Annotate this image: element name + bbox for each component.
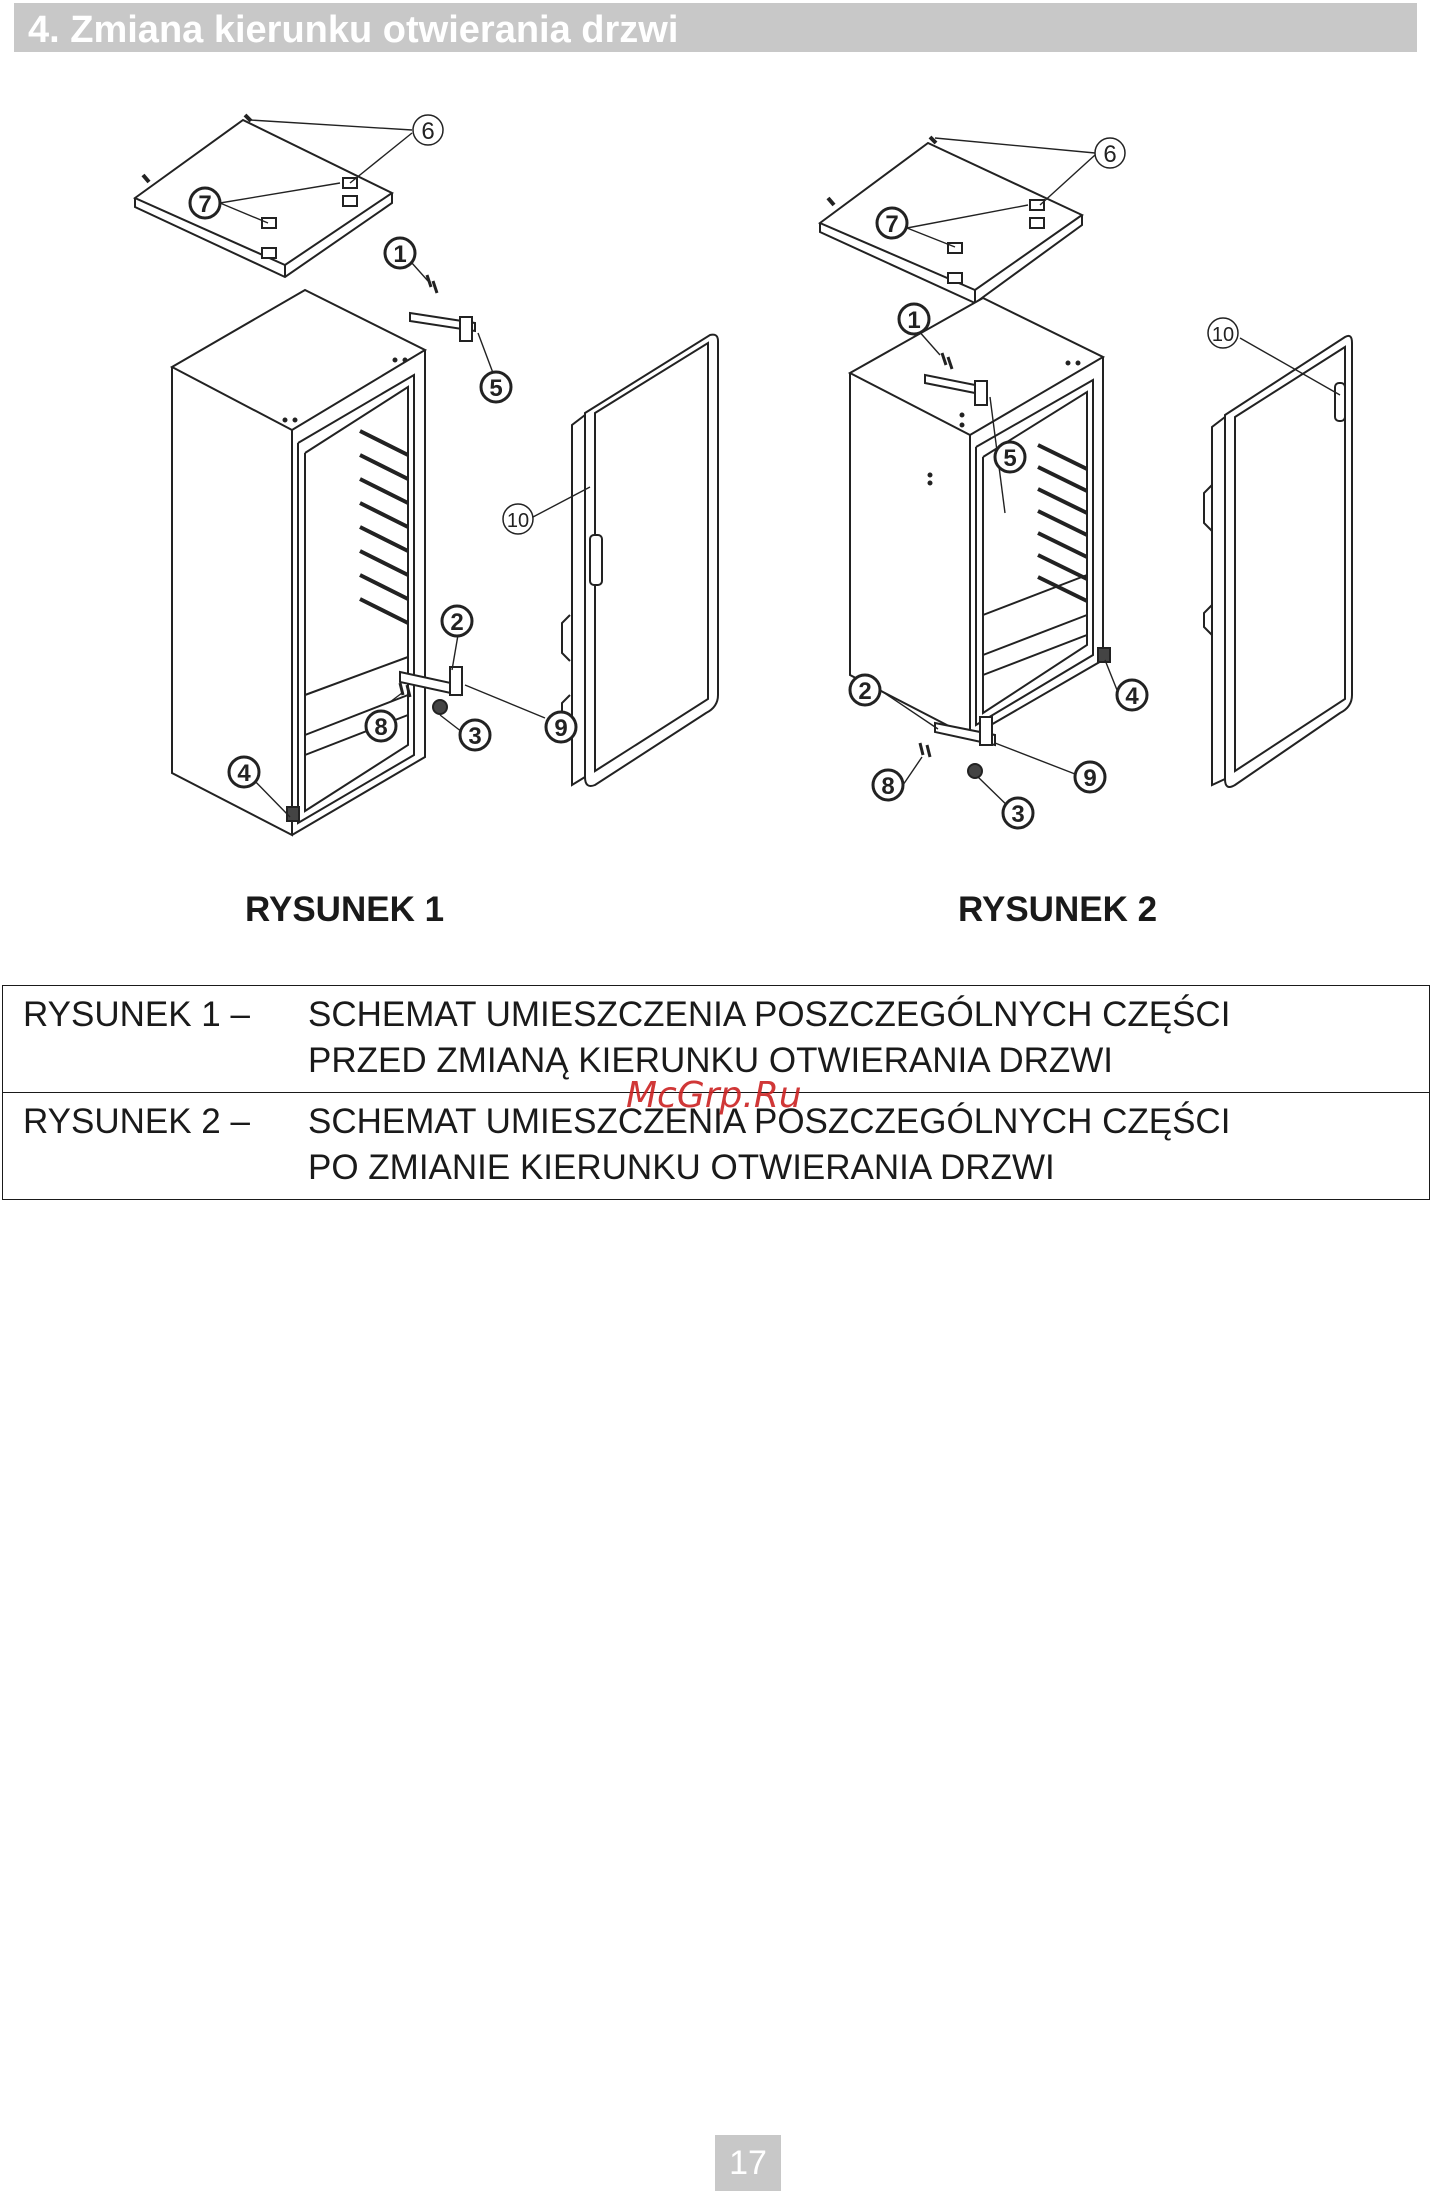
callout-5: 5 bbox=[995, 442, 1025, 472]
legend-label: RYSUNEK 2 – bbox=[23, 1099, 308, 1145]
callout-4: 4 bbox=[1117, 680, 1147, 710]
svg-text:2: 2 bbox=[450, 609, 463, 636]
legend-text-line: PO ZMIANIE KIERUNKU OTWIERANIA DRZWI bbox=[308, 1145, 1055, 1191]
svg-text:7: 7 bbox=[198, 191, 211, 218]
callout-4: 4 bbox=[229, 757, 259, 787]
legend-text-line: SCHEMAT UMIESZCZENIA POSZCZEGÓLNYCH CZĘŚ… bbox=[308, 992, 1230, 1038]
callout-8: 8 bbox=[366, 711, 396, 741]
svg-text:3: 3 bbox=[1011, 801, 1024, 828]
svg-text:2: 2 bbox=[858, 678, 871, 705]
callout-10: 10 bbox=[1208, 318, 1238, 348]
svg-text:10: 10 bbox=[1212, 324, 1234, 346]
figure-1-drawing bbox=[135, 115, 718, 835]
callout-7: 7 bbox=[190, 188, 220, 218]
callout-7: 7 bbox=[877, 208, 907, 238]
callout-8: 8 bbox=[873, 770, 903, 800]
svg-text:9: 9 bbox=[1083, 765, 1096, 792]
figure-2-caption: RYSUNEK 2 bbox=[958, 890, 1157, 930]
svg-text:9: 9 bbox=[554, 715, 567, 742]
callout-6: 6 bbox=[1095, 138, 1125, 168]
svg-text:5: 5 bbox=[1003, 445, 1016, 472]
svg-text:10: 10 bbox=[507, 510, 529, 532]
section-title: 4. Zmiana kierunku otwierania drzwi bbox=[28, 7, 678, 53]
section-header-bar: 4. Zmiana kierunku otwierania drzwi bbox=[14, 3, 1417, 52]
door-reversal-diagram: 6 7 1 5 10 2 8 3 9 4 6 7 1 10 5 4 2 8 9 … bbox=[0, 95, 1432, 855]
callout-2: 2 bbox=[442, 606, 472, 636]
watermark: McGrp.Ru bbox=[626, 1075, 802, 1116]
callout-2: 2 bbox=[850, 675, 880, 705]
callout-3: 3 bbox=[460, 720, 490, 750]
callout-5: 5 bbox=[481, 372, 511, 402]
svg-text:8: 8 bbox=[374, 714, 387, 741]
svg-text:5: 5 bbox=[489, 375, 502, 402]
callout-3: 3 bbox=[1003, 798, 1033, 828]
callout-9: 9 bbox=[546, 712, 576, 742]
svg-text:6: 6 bbox=[1103, 141, 1116, 168]
svg-text:4: 4 bbox=[1125, 683, 1139, 710]
callout-1: 1 bbox=[385, 238, 415, 268]
callout-1: 1 bbox=[899, 304, 929, 334]
legend-label: RYSUNEK 1 – bbox=[23, 992, 308, 1038]
svg-text:8: 8 bbox=[881, 773, 894, 800]
svg-text:7: 7 bbox=[885, 211, 898, 238]
svg-text:6: 6 bbox=[421, 118, 434, 145]
svg-text:1: 1 bbox=[907, 307, 920, 334]
svg-text:1: 1 bbox=[393, 241, 406, 268]
page-number: 17 bbox=[715, 2135, 781, 2191]
svg-text:3: 3 bbox=[468, 723, 481, 750]
callout-6: 6 bbox=[413, 115, 443, 145]
svg-text:4: 4 bbox=[237, 760, 251, 787]
callout-9: 9 bbox=[1075, 762, 1105, 792]
callout-10: 10 bbox=[503, 504, 533, 534]
figure-1-caption: RYSUNEK 1 bbox=[245, 890, 444, 930]
